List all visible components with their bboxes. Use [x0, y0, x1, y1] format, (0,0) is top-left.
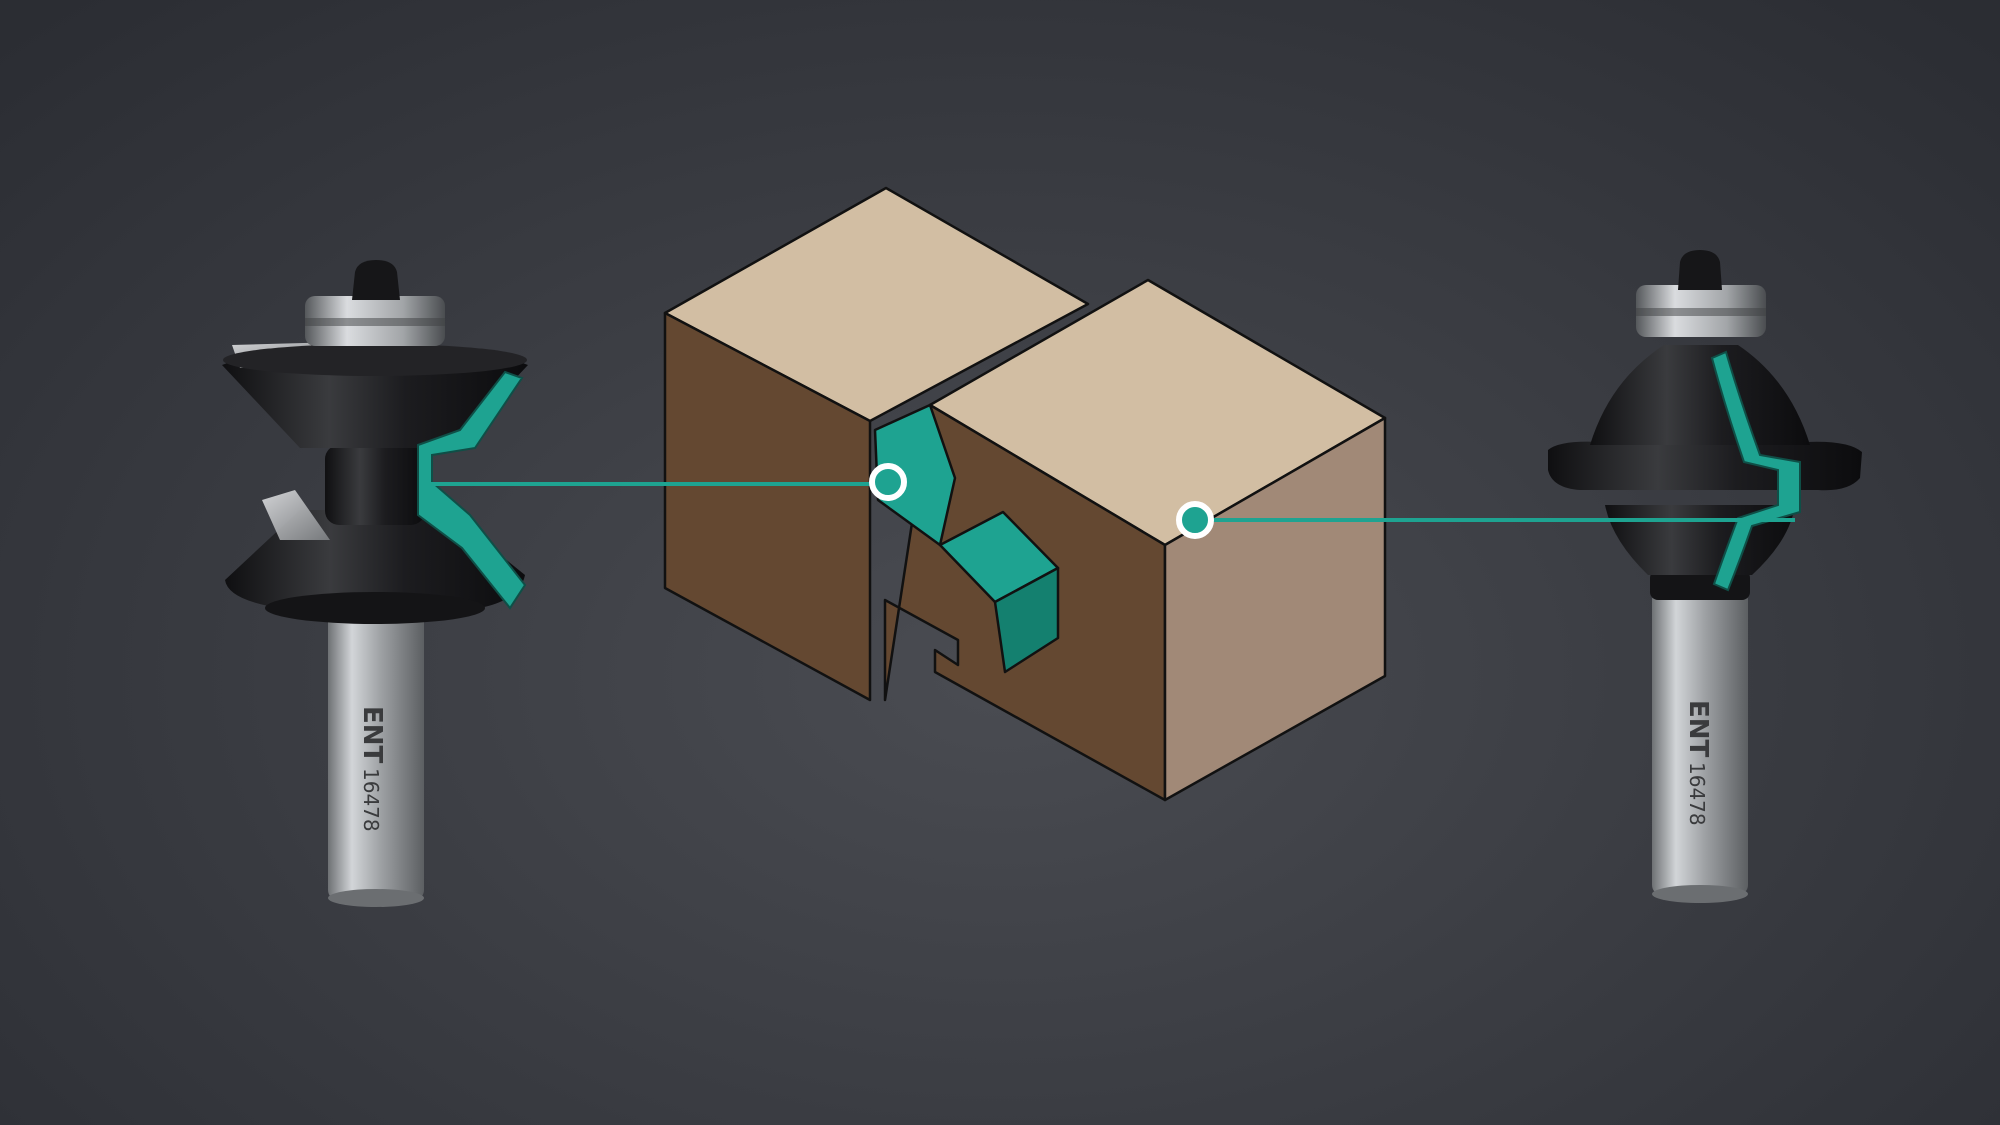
right-bit-brand: ENT	[1683, 700, 1713, 758]
right-bit-teal-profile	[1710, 350, 1801, 592]
left-bit-code: 16478	[359, 768, 383, 832]
left-block-front	[663, 311, 872, 702]
left-router-bit: ENT 16478	[222, 260, 528, 907]
right-bit-upper-cone	[1590, 345, 1810, 445]
callouts	[430, 463, 1795, 539]
wood-joint	[663, 186, 1387, 802]
right-router-bit: ENT 16478	[1548, 250, 1862, 903]
right-bit-wing	[1548, 441, 1862, 491]
left-bit-nut	[352, 260, 400, 300]
right-callout-marker	[1176, 501, 1214, 539]
joint-teal-tongue-front	[993, 566, 1060, 674]
right-block-side	[1163, 416, 1387, 802]
right-bit-shank	[1652, 590, 1748, 895]
left-bit-teal-profile	[417, 370, 527, 610]
right-bit-code: 16478	[1685, 762, 1709, 826]
left-bit-shank	[328, 590, 424, 900]
left-bit-brand: ENT	[357, 706, 387, 764]
left-callout-marker	[869, 463, 907, 501]
right-bit-nut	[1678, 250, 1722, 290]
